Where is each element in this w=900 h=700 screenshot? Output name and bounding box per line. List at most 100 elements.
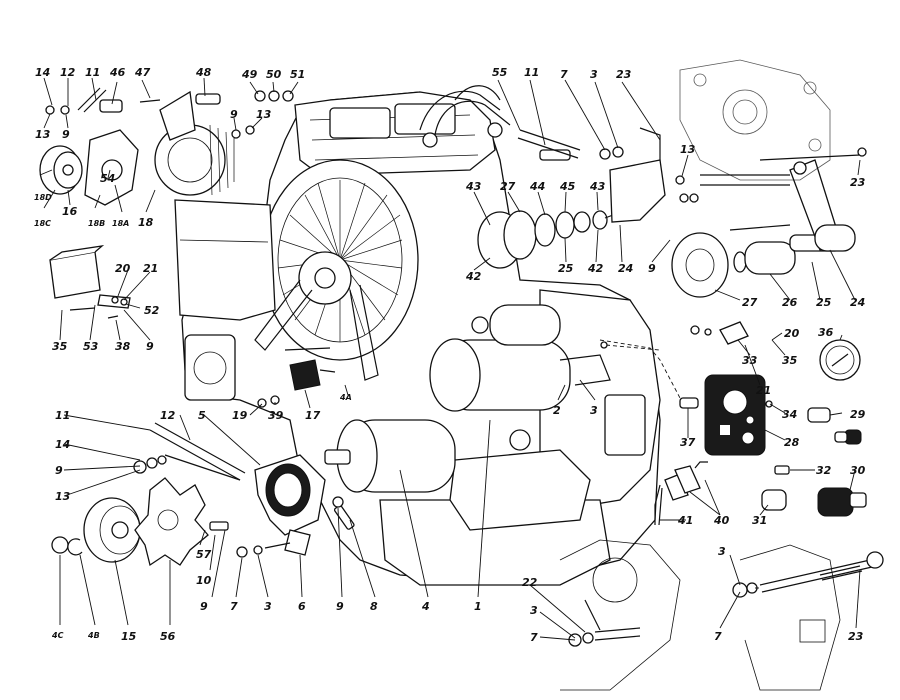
callout-label: 13 (55, 490, 71, 503)
callout-label: 13 (35, 128, 51, 141)
callout-label: 26 (782, 296, 798, 309)
callout-label: 7 (230, 600, 238, 613)
callout-label: 14 (35, 66, 50, 79)
callout-label: 7 (714, 630, 722, 643)
callout-label: 32 (816, 464, 832, 477)
callout-label: 31 (752, 514, 767, 527)
callout-label: 54 (100, 172, 115, 185)
callout-label: 9 (648, 262, 656, 275)
callout-label: 27 (742, 296, 758, 309)
callout-label: 25 (558, 262, 574, 275)
callout-label: 48 (195, 66, 212, 79)
callout-label: 5 (198, 409, 206, 422)
callout-label: 24 (618, 262, 633, 275)
callout-label: 13 (680, 143, 696, 156)
callout-label: 21 (756, 384, 771, 397)
callout-label: 15 (121, 630, 137, 643)
callout-label: 18A (112, 219, 129, 228)
callout-label: 20 (784, 327, 800, 340)
callout-label: 6 (298, 600, 306, 613)
callout-label: 16 (62, 205, 78, 218)
callout-label: 4C (51, 631, 64, 640)
callout-label: 2 (553, 404, 561, 417)
callout-label: 18C (34, 219, 51, 228)
callout-label: 8 (370, 600, 378, 613)
callout-label: 9 (146, 340, 154, 353)
engine-block (174, 85, 661, 586)
callout-label: 7 (530, 631, 538, 644)
callout-label: 42 (465, 270, 482, 283)
callout-label: 3 (590, 404, 598, 417)
callout-label: 36 (818, 326, 834, 339)
callout-label: 57 (196, 548, 212, 561)
callout-label: 43 (465, 180, 482, 193)
callout-label: 18 (138, 216, 154, 229)
callout-label: 47 (134, 66, 151, 79)
callout-label: 39 (268, 409, 284, 422)
callout-label: 11 (55, 409, 70, 422)
callout-label: 41 (677, 514, 693, 527)
top-alternator-group (39, 87, 294, 206)
callout-label: 11 (85, 66, 100, 79)
callout-label: 35 (782, 354, 798, 367)
callout-label: 17 (305, 409, 321, 422)
callout-label: 45 (559, 180, 576, 193)
callout-label: 10 (196, 574, 212, 587)
callout-label: 9 (62, 128, 70, 141)
callout-label: 12 (60, 66, 76, 79)
lower-pulley-group (51, 347, 355, 567)
callout-label: 3 (264, 600, 272, 613)
callout-label: 34 (782, 408, 797, 421)
callout-label: 7 (560, 68, 568, 81)
callout-label: 12 (160, 409, 176, 422)
callout-label: 35 (52, 340, 68, 353)
callout-label: 1 (474, 600, 482, 613)
leader-lines (39, 77, 861, 641)
callout-label: 4B (87, 631, 100, 640)
callout-label: 53 (83, 340, 99, 353)
callout-label: 21 (143, 262, 158, 275)
callout-label: 42 (587, 262, 604, 275)
callout-label: 11 (524, 66, 539, 79)
callout-label: 9 (200, 600, 208, 613)
callout-label: 52 (144, 304, 160, 317)
callout-label: 23 (848, 630, 864, 643)
callout-label: 44 (529, 180, 545, 193)
callout-label: 40 (713, 514, 730, 527)
callout-label: 25 (816, 296, 832, 309)
callout-label: 14 (55, 438, 70, 451)
callout-label: 9 (336, 600, 344, 613)
callout-label: 46 (109, 66, 126, 79)
callout-label: 33 (742, 354, 758, 367)
callout-label: 3 (590, 68, 598, 81)
callout-label: 19 (232, 409, 248, 422)
callout-labels: 14 12 11 46 47 48 49 50 51 13 9 9 13 54 … (34, 66, 866, 644)
callout-label: 56 (160, 630, 176, 643)
callout-label: 51 (290, 68, 305, 81)
callout-label: 4 (421, 600, 430, 613)
idler-pulley-group (477, 127, 666, 269)
callout-label: 27 (500, 180, 516, 193)
callout-label: 9 (55, 464, 63, 477)
callout-label: 9 (230, 108, 238, 121)
callout-label: 22 (522, 576, 538, 589)
callout-label: 29 (850, 408, 866, 421)
callout-label: 43 (589, 180, 606, 193)
callout-label: 38 (115, 340, 131, 353)
callout-label: 23 (850, 176, 866, 189)
callout-label: 55 (492, 66, 508, 79)
bottom-details (559, 539, 884, 691)
callout-label: 30 (850, 464, 866, 477)
callout-label: 3 (530, 604, 538, 617)
callout-label: 37 (680, 436, 696, 449)
alternator-lower (324, 419, 456, 493)
callout-label: 20 (115, 262, 131, 275)
callout-label: 28 (784, 436, 800, 449)
belt-tensioner-group (671, 147, 867, 298)
callout-label: 24 (850, 296, 865, 309)
starter-motor (429, 304, 611, 412)
callout-label: 18D (34, 193, 52, 202)
voltage-regulator (49, 245, 131, 319)
flange-outline (679, 59, 831, 181)
